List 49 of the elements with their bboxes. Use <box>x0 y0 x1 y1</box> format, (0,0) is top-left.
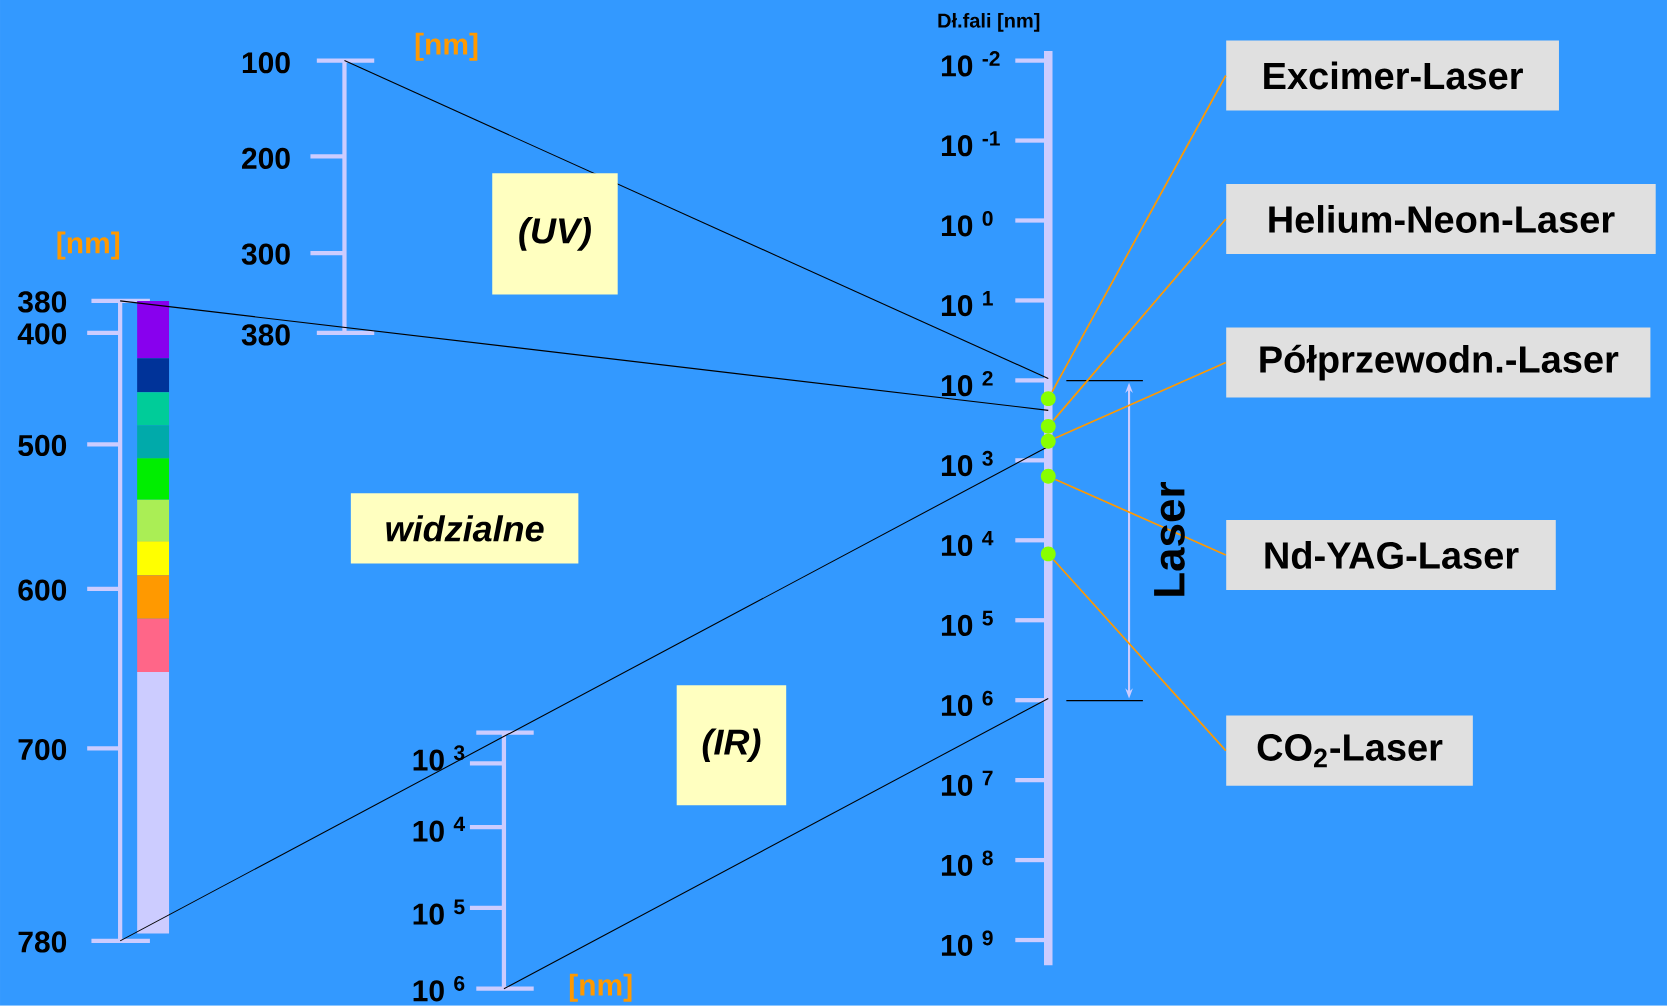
marker-dot <box>1040 391 1056 407</box>
tick-label: 380 <box>241 324 290 346</box>
axis-title: Dł.fali [nm] <box>938 13 1040 32</box>
rotated-label: Laser <box>1154 482 1185 596</box>
tick-label: 10 $^{2}$ <box>942 371 993 397</box>
tick-label: 10 $^{9}$ <box>942 930 993 957</box>
tick-label: 10 $^{-1}$ <box>942 131 1000 157</box>
laser-box: Nd-YAG-Laser <box>1226 520 1556 591</box>
tick-label: 10 $^{8}$ <box>942 850 993 877</box>
marker-dot <box>1040 433 1056 449</box>
tick-label: 10 $^{7}$ <box>942 770 993 797</box>
unit-label: [nm] <box>415 32 478 61</box>
tick-label: 700 <box>18 739 67 761</box>
tick-label: 100 <box>242 52 290 74</box>
marker-dot <box>1040 546 1056 562</box>
laser-box: CO$_{2}$-Laser <box>1226 715 1473 786</box>
tick-label: 10 $^{6}$ <box>413 976 465 1002</box>
label-box: (UV) <box>492 173 618 295</box>
marker-dot <box>1040 419 1056 434</box>
tick-label: 10 $^{0}$ <box>942 211 993 237</box>
tick-label: 10 $^{3}$ <box>413 745 465 771</box>
tick-label: 10 $^{4}$ <box>942 531 994 557</box>
tick-label: 10 $^{-2}$ <box>942 51 1000 77</box>
laser-box: Helium-Neon-Laser <box>1226 184 1656 255</box>
tick-label: 10 $^{5}$ <box>413 899 465 925</box>
laser-box: Półprzewodn.-Laser <box>1226 327 1651 398</box>
tick-label: 780 <box>18 931 67 953</box>
tick-label: 300 <box>241 243 290 265</box>
label-box: widzialne <box>350 493 579 564</box>
leader-line <box>1054 361 1227 440</box>
tick-label: 10 $^{1}$ <box>942 291 993 317</box>
leader-line <box>1054 478 1227 556</box>
tick-label: 10 $^{5}$ <box>942 611 993 637</box>
unit-label: [nm] <box>569 973 632 1002</box>
label-box: (IR) <box>676 685 787 806</box>
tick-label: 500 <box>18 434 67 457</box>
tick-label: 200 <box>242 147 290 170</box>
laser-box: Excimer-Laser <box>1226 40 1559 111</box>
leader-line <box>1052 218 1227 422</box>
tick-label: 380 <box>18 291 67 313</box>
tick-label: 400 <box>17 323 67 345</box>
leader-line <box>1051 74 1227 393</box>
tick-label: 10 $^{4}$ <box>413 816 465 842</box>
marker-dot <box>1040 469 1056 484</box>
tick-label: 10 $^{3}$ <box>942 451 993 477</box>
tick-label: 600 <box>18 579 67 601</box>
leader-line <box>1052 559 1227 752</box>
tick-label: 10 $^{6}$ <box>942 690 993 717</box>
unit-label: [nm] <box>57 231 120 260</box>
